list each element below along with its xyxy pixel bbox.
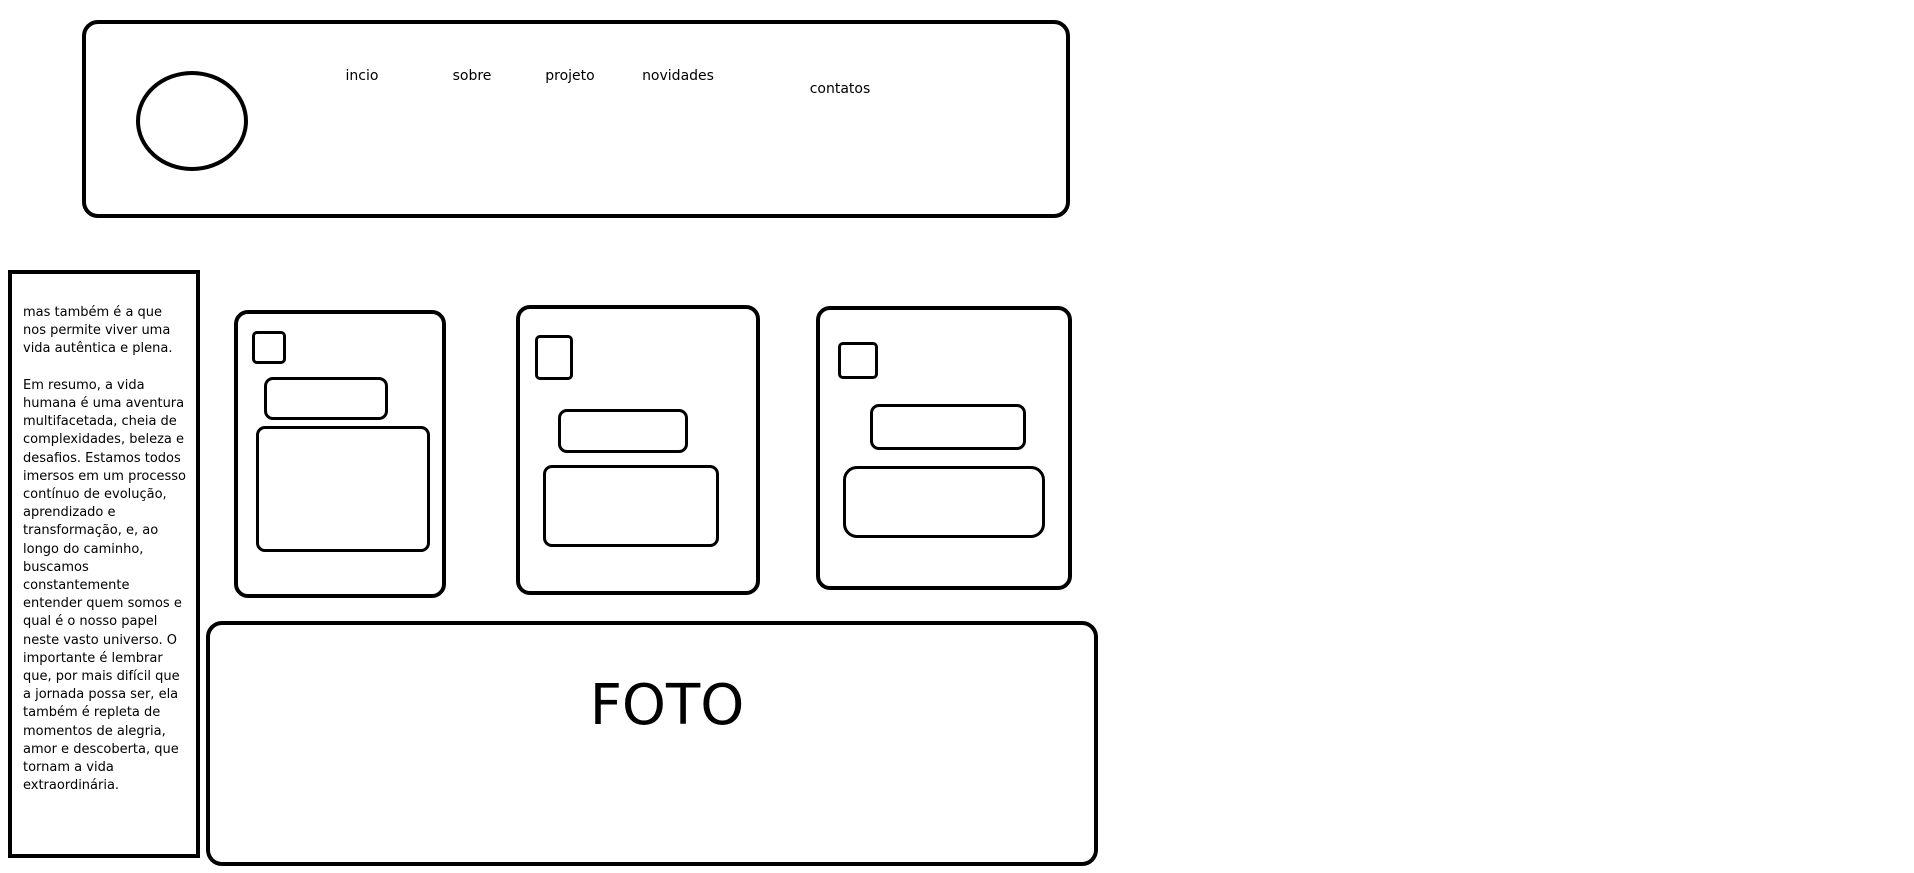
card-1-icon-placeholder (252, 331, 286, 364)
card-1[interactable] (234, 310, 446, 598)
sidebar-text-box (8, 270, 200, 858)
card-2-title-placeholder (558, 409, 688, 453)
nav-link-novidades[interactable]: novidades (642, 68, 714, 84)
card-3-content-placeholder (843, 466, 1045, 538)
card-2-icon-placeholder (535, 335, 573, 380)
sidebar-text: mas também é a que nos permite viver uma… (23, 305, 186, 794)
card-1-title-placeholder (264, 377, 388, 420)
logo-circle[interactable] (136, 71, 248, 171)
card-2-content-placeholder (543, 465, 719, 547)
card-1-content-placeholder (256, 426, 430, 552)
card-3-icon-placeholder (838, 342, 878, 379)
photo-label: FOTO (589, 673, 745, 738)
header-box (82, 20, 1070, 218)
nav-link-inicio[interactable]: incio (345, 68, 379, 84)
card-3[interactable] (816, 306, 1072, 590)
photo-box (206, 621, 1098, 866)
nav-link-projeto[interactable]: projeto (545, 68, 595, 84)
nav-link-sobre[interactable]: sobre (452, 68, 492, 84)
nav-link-contatos[interactable]: contatos (809, 81, 871, 97)
card-3-title-placeholder (870, 404, 1026, 450)
card-2[interactable] (516, 305, 760, 595)
